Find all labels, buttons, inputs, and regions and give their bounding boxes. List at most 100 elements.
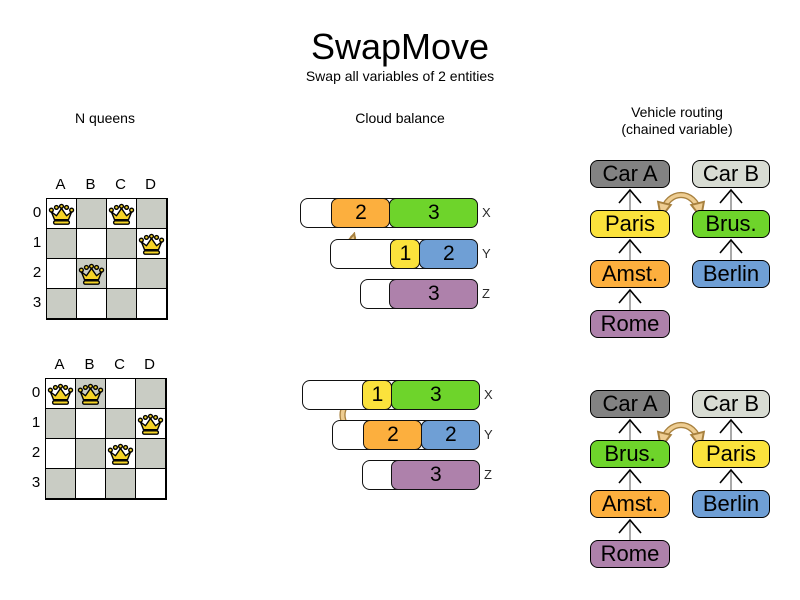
swap-arrow-vehicle-after xyxy=(662,422,700,443)
vr-box-berlin: Berlin xyxy=(692,260,770,288)
board-cell xyxy=(137,289,167,319)
board-cell xyxy=(76,439,106,469)
cloud-process-block: 3 xyxy=(389,278,479,309)
chain-arrowhead-icon xyxy=(618,188,642,204)
board-cell xyxy=(107,229,137,259)
board-row-label: 0 xyxy=(32,204,42,221)
cloud-process-block: 2 xyxy=(331,197,391,228)
vr-box-paris: Paris xyxy=(590,210,670,238)
cloud-process-block: 1 xyxy=(362,379,393,410)
board-cell xyxy=(76,469,106,499)
queen-icon xyxy=(107,443,134,465)
board-cell xyxy=(77,289,107,319)
board-cell xyxy=(76,379,106,409)
board-cell xyxy=(47,259,77,289)
queen-icon xyxy=(138,233,165,255)
cloud-process-block: 3 xyxy=(391,459,481,490)
queen-icon xyxy=(108,203,135,225)
vr-box-car-a: Car A xyxy=(590,160,670,188)
queen-icon xyxy=(137,413,164,435)
board-row-label: 2 xyxy=(31,444,41,461)
vr-box-amst: Amst. xyxy=(590,260,670,288)
board-row-label: 3 xyxy=(32,294,42,311)
cloud-computer-label: Y xyxy=(484,427,493,442)
board-cell xyxy=(47,289,77,319)
board-cell xyxy=(106,439,136,469)
vr-box-berlin: Berlin xyxy=(692,490,770,518)
queen-icon xyxy=(77,383,104,405)
board-row-label: 0 xyxy=(31,384,41,401)
board-col-label: C xyxy=(114,356,126,373)
cloud-process-block: 3 xyxy=(389,197,479,228)
board-cell xyxy=(136,469,166,499)
board-cell xyxy=(107,259,137,289)
cloud-process-block: 2 xyxy=(363,419,423,450)
column-header-vehicle: Vehicle routing (chained variable) xyxy=(577,104,777,138)
board-cell xyxy=(136,379,166,409)
board-cell xyxy=(76,409,106,439)
vr-box-brus: Brus. xyxy=(692,210,770,238)
chain-arrowhead-icon xyxy=(618,518,642,534)
vr-box-brus: Brus. xyxy=(590,440,670,468)
queen-icon xyxy=(47,383,74,405)
board-cell xyxy=(46,409,76,439)
board-cell xyxy=(77,199,107,229)
swap-arrow-vehicle-before xyxy=(662,192,700,213)
board-cell xyxy=(47,199,77,229)
column-header-cloud: Cloud balance xyxy=(355,110,445,126)
board-col-label: A xyxy=(55,176,67,193)
vehicle-header-line2: (chained variable) xyxy=(621,121,733,137)
board-cell xyxy=(106,469,136,499)
cloud-computer-Z: 3 xyxy=(360,278,479,309)
vr-box-car-b: Car B xyxy=(692,160,770,188)
cloud-computer-Z: 3 xyxy=(362,459,481,490)
vr-box-car-b: Car B xyxy=(692,390,770,418)
chain-arrows xyxy=(618,188,743,540)
board-cell xyxy=(46,379,76,409)
cloud-computer-label: Z xyxy=(484,467,492,482)
board-row-label: 1 xyxy=(31,414,41,431)
board-cell xyxy=(136,409,166,439)
board-grid xyxy=(45,378,167,500)
board-grid xyxy=(46,198,168,320)
vehicle-header-line1: Vehicle routing xyxy=(631,104,723,120)
cloud-process-block: 2 xyxy=(421,419,481,450)
board-cell xyxy=(46,439,76,469)
board-cell xyxy=(106,409,136,439)
vr-box-rome: Rome xyxy=(590,310,670,338)
column-header-nqueens: N queens xyxy=(75,110,135,126)
board-cell xyxy=(136,439,166,469)
board-cell xyxy=(77,229,107,259)
page-title: SwapMove xyxy=(310,26,490,67)
board-col-label: D xyxy=(145,176,157,193)
board-cell xyxy=(46,469,76,499)
cloud-process-block: 2 xyxy=(419,238,479,269)
board-cell xyxy=(47,229,77,259)
vr-box-paris: Paris xyxy=(692,440,770,468)
board-row-label: 1 xyxy=(32,234,42,251)
board-col-label: C xyxy=(115,176,127,193)
vr-box-amst: Amst. xyxy=(590,490,670,518)
board-col-label: D xyxy=(144,356,156,373)
cloud-process-block: 1 xyxy=(390,238,421,269)
chain-arrowhead-icon xyxy=(719,238,743,254)
cloud-computer-label: Z xyxy=(482,286,490,301)
chain-arrowhead-icon xyxy=(618,288,642,304)
board-col-label: B xyxy=(84,356,96,373)
chain-arrowhead-icon xyxy=(719,188,743,204)
cloud-computer-label: Y xyxy=(482,246,491,261)
page-subtitle: Swap all variables of 2 entities xyxy=(305,68,495,84)
board-cell xyxy=(107,199,137,229)
cloud-process-block: 3 xyxy=(391,379,481,410)
board-cell xyxy=(137,259,167,289)
chain-arrowhead-icon xyxy=(618,468,642,484)
board-col-label: B xyxy=(85,176,97,193)
board-row-label: 3 xyxy=(31,474,41,491)
